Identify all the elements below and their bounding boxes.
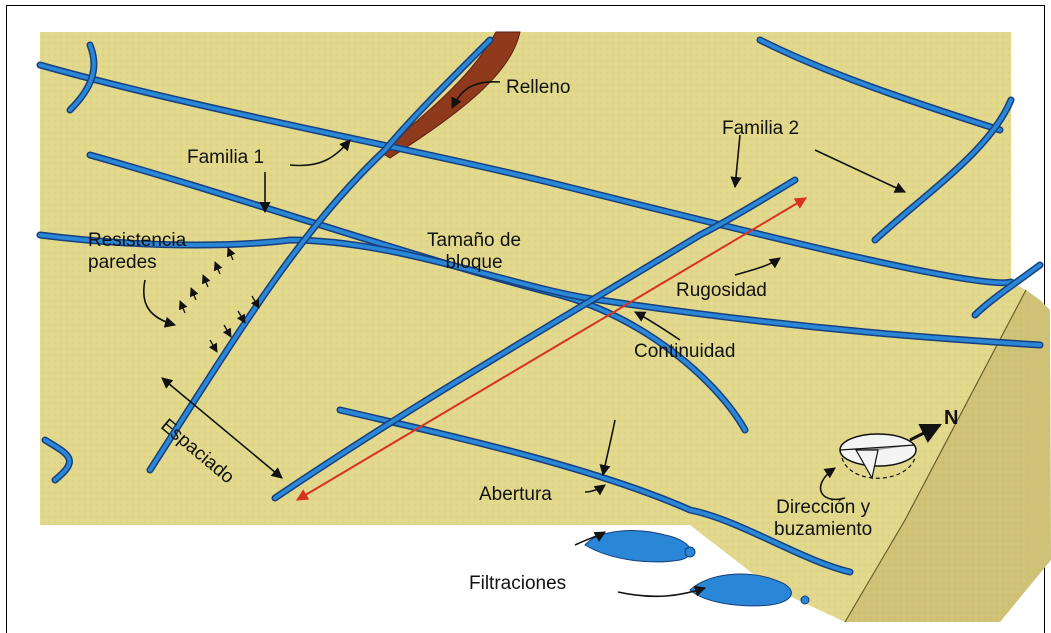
label-abertura: Abertura (479, 484, 552, 505)
side-edge (844, 289, 1027, 623)
wall-resistance-arrows (178, 247, 260, 353)
pointer-arrows (143, 81, 907, 598)
label-resistencia-paredes: Resistencia paredes (88, 230, 187, 273)
rock-top-texture (40, 32, 1026, 622)
continuity-red-arrow (295, 197, 808, 501)
seepage-puddles (584, 530, 810, 607)
label-familia-2: Familia 2 (722, 118, 800, 139)
compass-icon (839, 433, 917, 480)
label-tamano-bloque: Tamaño de bloque (427, 230, 522, 273)
infill-vein (379, 31, 521, 159)
label-direccion-buzamiento: Dirección y buzamiento (774, 497, 873, 540)
label-filtraciones: Filtraciones (469, 573, 567, 594)
label-norte: N (944, 407, 959, 429)
label-rugosidad: Rugosidad (676, 280, 767, 301)
north-arrow-icon (909, 423, 942, 443)
label-familia-1: Familia 1 (187, 147, 265, 168)
label-continuidad: Continuidad (634, 341, 736, 362)
label-relleno: Relleno (506, 77, 571, 98)
